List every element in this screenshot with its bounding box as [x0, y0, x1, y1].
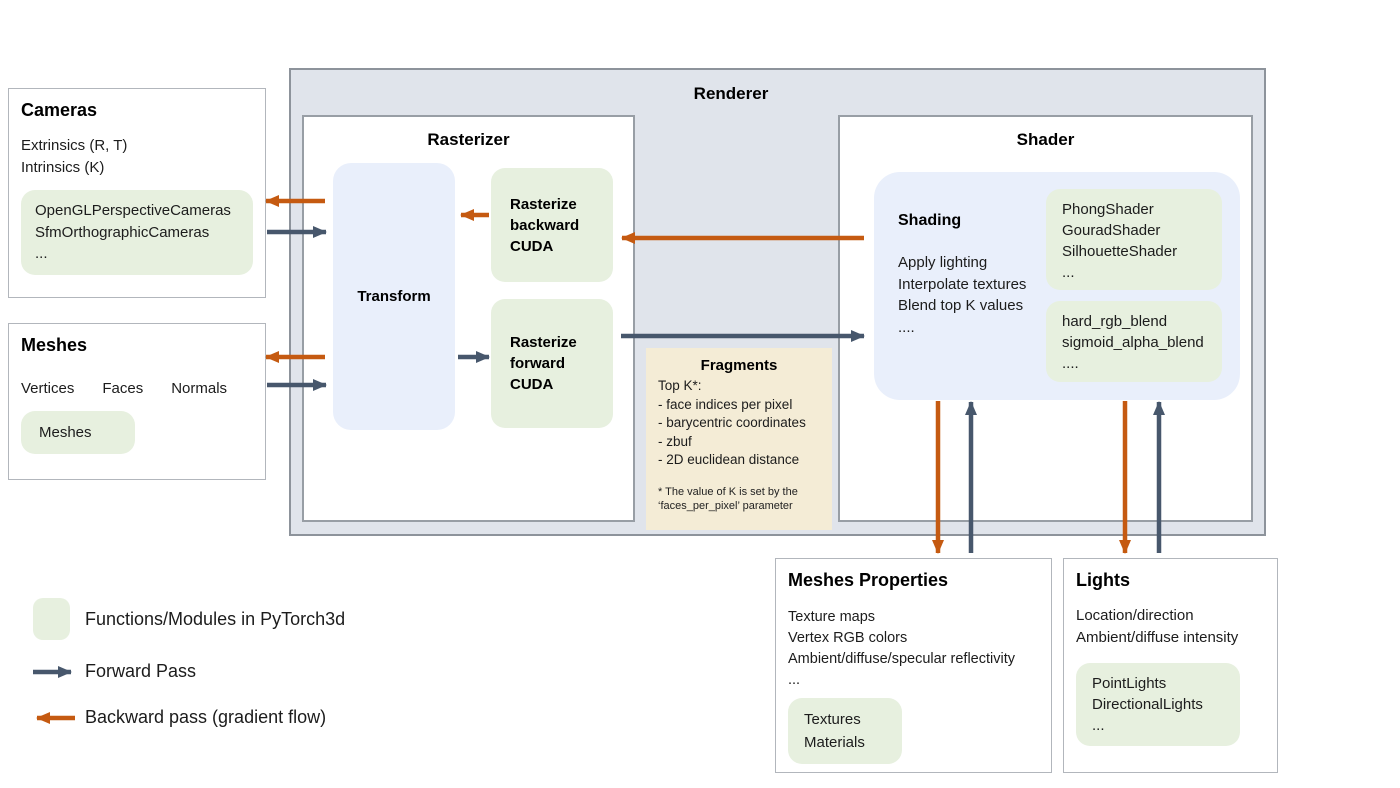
lights-title: Lights	[1076, 570, 1130, 590]
legend-module-label: Functions/Modules in PyTorch3d	[85, 609, 346, 629]
meshes-field-faces: Faces	[102, 380, 144, 397]
renderer-title: Renderer	[693, 84, 769, 103]
legend-module-swatch	[33, 598, 70, 640]
shading-title: Shading	[898, 212, 962, 229]
legend-backward-label: Backward pass (gradient flow)	[85, 707, 327, 727]
transform-box: Transform	[333, 163, 455, 430]
meshes-box: Meshes Vertices Faces Normals Meshes	[8, 323, 266, 480]
rasterizer-title: Rasterizer	[427, 130, 510, 149]
meshes-field-vertices: Vertices	[21, 380, 75, 397]
fragments-title: Fragments	[700, 357, 778, 374]
fragments-box: Fragments Top K*: - face indices per pix…	[646, 348, 832, 530]
fragments-lines: Top K*: - face indices per pixel - baryc…	[658, 378, 806, 467]
forward-arrow-icon	[33, 666, 72, 678]
transform-label: Transform	[357, 288, 431, 305]
fragments-footnote: * The value of K is set by the ‘faces_pe…	[658, 485, 798, 512]
meshes-properties-box: Meshes Properties Texture maps Vertex RG…	[775, 558, 1052, 773]
rasterize-forward-cuda-label: Rasterize forward CUDA	[510, 334, 577, 393]
shading-lines: Apply lighting Interpolate textures Blen…	[898, 254, 1027, 336]
cameras-lines: Extrinsics (R, T) Intrinsics (K)	[21, 137, 128, 176]
lights-box: Lights Location/direction Ambient/diffus…	[1063, 558, 1278, 773]
meshes-title: Meshes	[21, 335, 88, 355]
meshes-properties-title: Meshes Properties	[788, 570, 949, 590]
blend-modules-box: hard_rgb_blend sigmoid_alpha_blend ....	[1046, 301, 1222, 382]
lights-lines: Location/direction Ambient/diffuse inten…	[1076, 607, 1239, 646]
shader-title: Shader	[1016, 130, 1075, 149]
backward-arrow-icon	[36, 712, 75, 724]
cameras-title: Cameras	[21, 100, 98, 120]
meshes-fields: Vertices Faces Normals	[21, 380, 253, 397]
lights-modules-box: PointLights DirectionalLights ...	[1076, 663, 1240, 746]
shader-modules-box: PhongShader GouradShader SilhouetteShade…	[1046, 189, 1222, 290]
meshes-modules-box: Meshes	[21, 411, 135, 454]
cameras-modules-box: OpenGLPerspectiveCameras SfmOrthographic…	[21, 190, 253, 275]
meshes-properties-modules-box: Textures Materials	[788, 698, 902, 764]
rasterize-forward-cuda-box: Rasterize forward CUDA	[491, 299, 613, 428]
meshes-field-normals: Normals	[171, 380, 228, 397]
meshes-properties-lines: Texture maps Vertex RGB colors Ambient/d…	[788, 609, 1016, 688]
rasterize-backward-cuda-label: Rasterize backward CUDA	[510, 195, 580, 255]
legend-forward-label: Forward Pass	[85, 661, 197, 681]
cameras-box: Cameras Extrinsics (R, T) Intrinsics (K)…	[8, 88, 266, 298]
rasterize-backward-cuda-box: Rasterize backward CUDA	[491, 168, 613, 282]
